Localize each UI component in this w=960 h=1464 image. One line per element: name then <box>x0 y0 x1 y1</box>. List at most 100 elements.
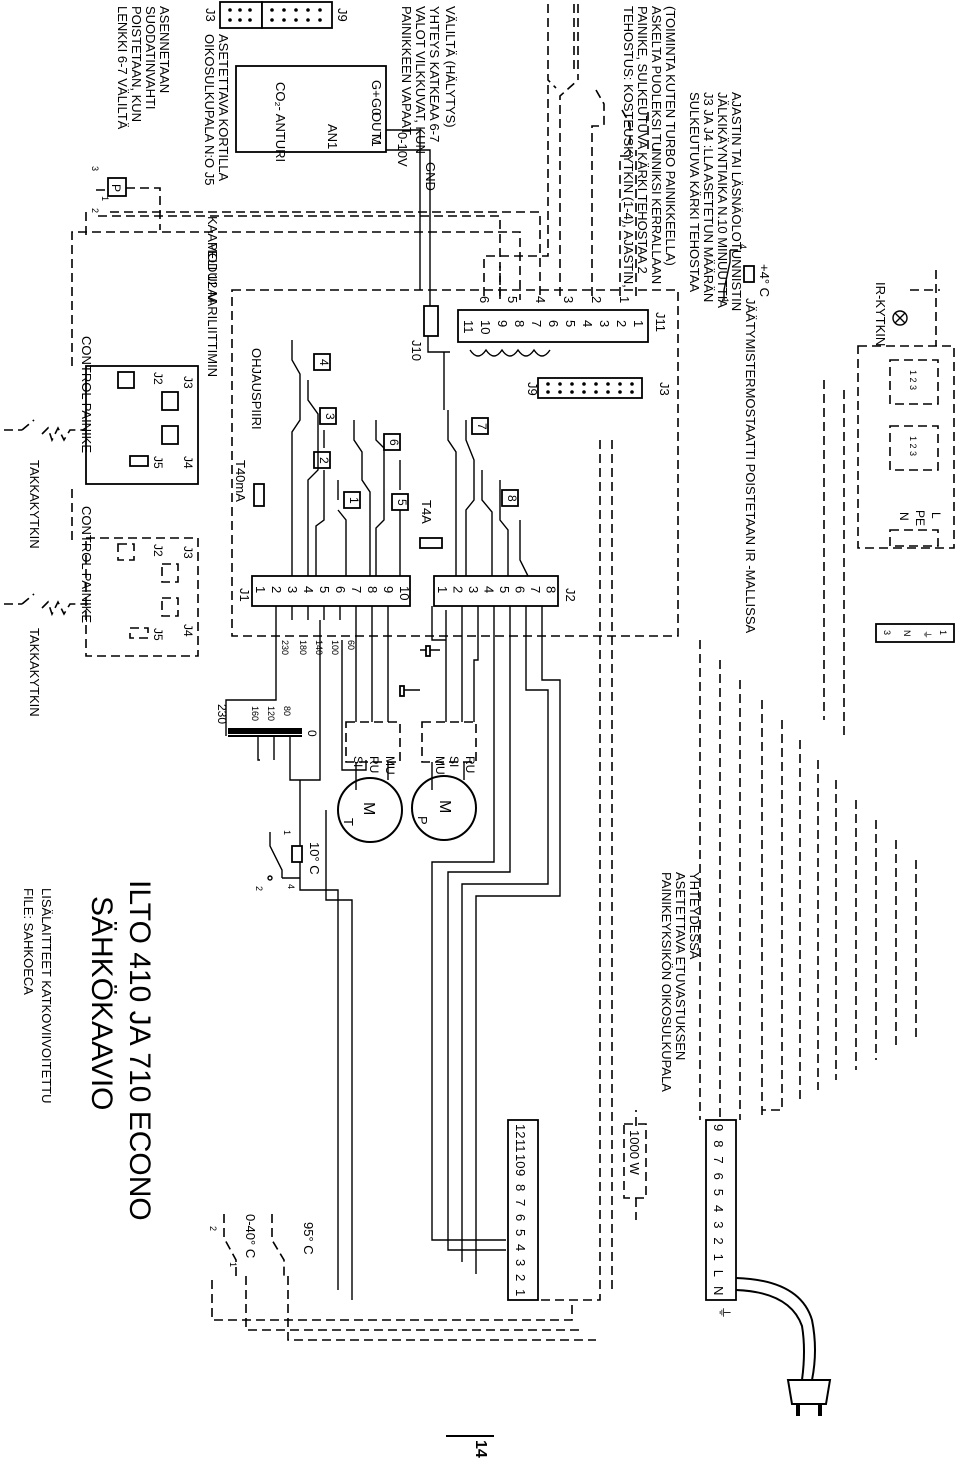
takkakytkin-upper-label: TAKKAKYTKIN <box>27 460 42 549</box>
strip-lower-number: 4 <box>711 1205 726 1212</box>
j11-terminal-number: 11 <box>461 320 476 334</box>
file-note: FILE: SAHKOECA <box>21 888 36 995</box>
strip-upper-number: 7 <box>513 1199 528 1206</box>
right-terminal-labels: 3 N ⏚ 1 <box>882 630 948 639</box>
motor-exhaust: M T <box>337 777 403 843</box>
strip-lower-number: 1 <box>711 1254 726 1261</box>
ir-switch-terminals <box>889 529 939 547</box>
pressure-switch-wiring <box>96 187 161 230</box>
transformer-voltages: 230 160 120 80 0 <box>215 704 319 737</box>
note-sulkeutuva: SULKEUTUVA KÄRKI TEHOSTAA J3 JA J4 :LLA … <box>687 92 744 311</box>
tap-label: 60 <box>346 640 356 650</box>
relays <box>313 353 519 511</box>
fuse-t4a <box>419 537 443 549</box>
j2-terminal-number: 2 <box>451 586 466 593</box>
note-sulkeutuva-line: SULKEUTUVA KÄRKI TEHOSTAA <box>687 92 702 292</box>
note-lenkki-line: LENKKI 6-7 VÄLILTÄ <box>115 6 130 130</box>
strip-upper-number: 8 <box>513 1184 528 1191</box>
thermostat-plus4-pins: 4 1 <box>720 244 748 303</box>
ir-switch-contact <box>889 359 939 405</box>
j11-terminal-number: 1 <box>631 320 646 327</box>
thermostat-10c-pins: 1 4 2 <box>254 830 296 891</box>
note-painikkeen-line: VALOT VILKKUVAT, KUN <box>413 6 428 154</box>
j3-label: J3 <box>657 382 672 396</box>
note-painikkeen-line: VÄLILTÄ (HÄLYTYS) <box>443 6 458 128</box>
transformer-voltage: 160 <box>250 706 260 721</box>
relay-number: 6 <box>387 439 401 446</box>
j11-terminal-number: 6 <box>546 320 561 327</box>
control-panel-lower-label: CONTROL PAINIKE <box>79 506 94 623</box>
ir-switch-lamp <box>892 310 908 326</box>
j9-header-pins <box>546 382 634 394</box>
control-panel-upper-label: CONTROL PAINIKE <box>79 336 94 453</box>
strip-upper-number: 2 <box>513 1274 528 1281</box>
motor-exhaust-leads: MU RU SI <box>351 756 397 775</box>
motor-supply-circle <box>411 775 477 841</box>
svg-text:1: 1 <box>282 830 292 835</box>
gnd-wiring <box>386 129 431 306</box>
motor-exhaust-terminal <box>345 721 401 763</box>
j2-label: J2 <box>563 588 578 602</box>
strip-lower-number: 9 <box>711 1124 726 1131</box>
fuse-t40ma <box>253 483 265 507</box>
note-sulkeutuva-line: J3 JA J4 :LLA ASETETUN MÄÄRÄN <box>701 92 716 302</box>
relay-number: 3 <box>323 413 337 420</box>
right-terminal-block <box>875 623 955 643</box>
jaatymistermostaatti-note: JÄÄTYMISTERMOSTAATTI POISTETAAN IR -MALL… <box>743 298 758 633</box>
svg-text:N: N <box>902 630 912 637</box>
j1-terminal-number: 3 <box>285 586 300 593</box>
motor-exhaust-circle <box>337 777 403 843</box>
kaapeli-label: KAAPELI 12 M <box>205 216 220 303</box>
note-tehostus-line: ASKELTA PUOLEKSI TUNNIKSI KERRALLAAN <box>649 6 664 284</box>
pressure-switch-label: P <box>109 184 123 192</box>
ir-terminal-label: L <box>929 512 943 519</box>
j1-terminal-number: 9 <box>381 586 396 593</box>
tap-label: 100 <box>330 640 340 655</box>
transformer-core <box>228 728 302 734</box>
svg-text:1: 1 <box>720 298 730 303</box>
svg-text:4: 4 <box>738 244 748 249</box>
note-painikkeen-line: PAINIKKEEN VAPAAT <box>399 6 414 135</box>
note-painikeyksikon-line: ASETETTAVA ETUVASTUKSEN <box>673 872 688 1060</box>
svg-text:⏚: ⏚ <box>717 1306 732 1319</box>
transformer-voltage: 80 <box>282 706 292 716</box>
thermostat-95c-label: 95° C <box>301 1222 316 1255</box>
j3-top-label: J3 <box>203 8 218 22</box>
thermostat-0-40c: 0-40° C 2 1 <box>208 1214 258 1276</box>
svg-text:1 2 3: 1 2 3 <box>908 436 918 456</box>
diagram-subtitle: SÄHKÖKAAVIO <box>85 896 118 1111</box>
control-cable <box>71 211 541 540</box>
j1-terminal-number: 1 <box>253 586 268 593</box>
pressure-switch-pin-numbers: 3 2 1 <box>90 166 110 213</box>
relay-number: 2 <box>317 457 331 464</box>
note-tehostus: TEHOSTUS: KOSTEUSKYTKIN (1-4), AJASTIN, … <box>621 6 678 288</box>
tap-label: 230 <box>280 640 290 655</box>
j9-header <box>537 377 643 399</box>
strip-lower-number: 6 <box>711 1173 726 1180</box>
motor-exhaust-m: M <box>360 802 377 815</box>
note-oikosulkupala-line: ASETETTAVA KORTILLA <box>216 34 231 181</box>
an1-label: AN1 <box>325 124 340 149</box>
svg-text:2: 2 <box>254 886 264 891</box>
heater-1000w <box>623 1123 647 1199</box>
note-lenkki-line: ASENNETAAN <box>157 6 172 93</box>
strip-upper-number: 12 <box>513 1124 528 1138</box>
j2-terminal-number: 1 <box>435 586 450 593</box>
j11-terminal-number: 2 <box>614 320 629 327</box>
note-lenkki: LENKKI 6-7 VÄLILTÄ POISTETAAN, KUN SUODA… <box>115 6 172 130</box>
note-oikosulkupala-line: OIKOSULKUPALA N:O J5 <box>202 34 217 185</box>
j11-top-terminal-number: 2 <box>589 296 604 303</box>
sensor-pin-label: OUT1 <box>369 112 384 147</box>
thermostat-10c-terminal <box>267 875 273 881</box>
note-sulkeutuva-line: JÄLKIKÄYNTIAIKA N.10 MINUUTTIA <box>715 92 730 308</box>
strip-upper-number: 6 <box>513 1214 528 1221</box>
note-sulkeutuva-line: AJASTIN TAI LÄSNÄOLOTUNNISTIN <box>729 92 744 311</box>
thermostat-95c: 95° C <box>271 1214 316 1276</box>
strip-lower-number: N <box>711 1286 726 1295</box>
svg-text:4: 4 <box>286 884 296 889</box>
strip-upper-number: 9 <box>513 1169 528 1176</box>
terminal-strip-upper <box>507 1119 539 1301</box>
